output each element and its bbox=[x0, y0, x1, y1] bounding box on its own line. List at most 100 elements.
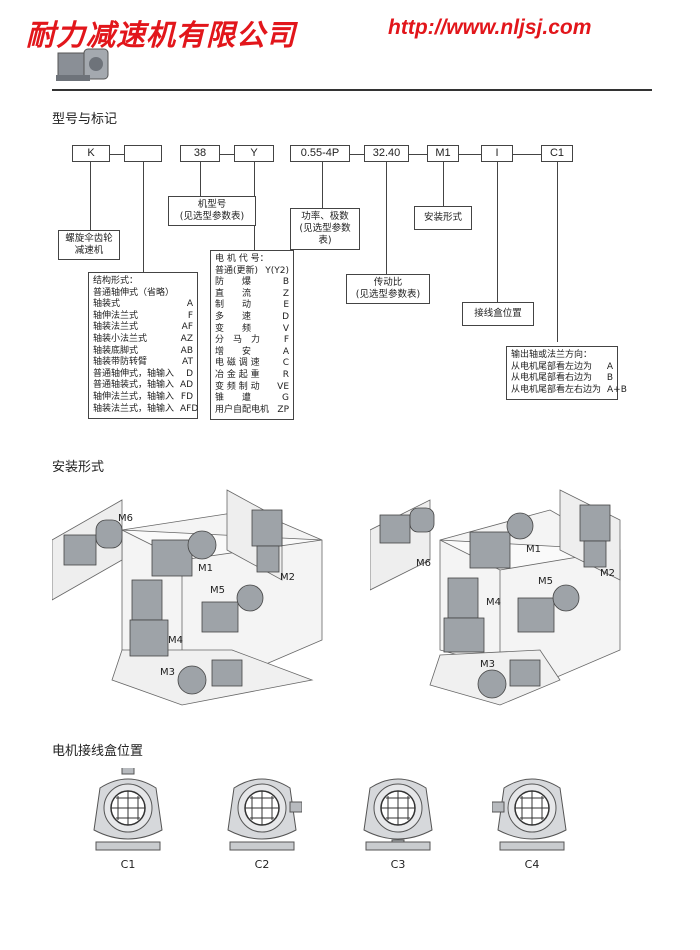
list-row: 普通轴装式，轴输入 AD bbox=[93, 380, 193, 392]
list-row-label: 轴伸法兰式，轴输入 bbox=[93, 391, 175, 402]
list-row: 从电机尾部看左边为 A bbox=[511, 362, 613, 374]
code-dash bbox=[350, 154, 364, 155]
junction-position-label: C4 bbox=[524, 858, 540, 871]
list-row-label: 多 速 bbox=[215, 311, 252, 322]
list-row-code: F bbox=[187, 310, 193, 321]
mount-label: M1 bbox=[198, 563, 213, 574]
junction-position-label: C3 bbox=[390, 858, 406, 871]
list-row-code: V bbox=[282, 323, 289, 334]
junction-box-diagram bbox=[363, 778, 433, 851]
list-title: 结构形式： bbox=[93, 276, 139, 286]
label-line: (见选型参数表) bbox=[179, 211, 245, 222]
code-box-power: 0.55-4P bbox=[290, 145, 350, 162]
connector-line bbox=[386, 162, 387, 274]
list-row-label: 普通轴装式，轴输入 bbox=[93, 380, 175, 391]
junction-position-label: C2 bbox=[254, 858, 270, 871]
list-row-label: 防 爆 bbox=[215, 277, 252, 288]
list-row-label: 锥 遭 bbox=[215, 393, 252, 404]
label-line: 减速机 bbox=[74, 245, 104, 256]
list-title: 输出轴或法兰方向： bbox=[511, 350, 593, 360]
list-row-code: E bbox=[283, 300, 289, 311]
connector-line bbox=[200, 162, 201, 196]
code-box-ratio: 32.40 bbox=[364, 145, 409, 162]
list-row-code: ZP bbox=[277, 404, 289, 415]
list-row-code: AF bbox=[181, 322, 193, 333]
list-row-label: 轴装带防转臂 bbox=[93, 357, 148, 368]
brand-name: 耐力减速机有限公司 bbox=[26, 18, 297, 52]
mount-label: M1 bbox=[526, 544, 541, 555]
code-dash bbox=[220, 154, 234, 155]
label-junction-box: 接线盒位置 bbox=[462, 302, 534, 326]
code-dash bbox=[513, 154, 541, 155]
list-row-code: AB bbox=[180, 345, 193, 356]
code-dash bbox=[110, 154, 124, 155]
list-row-code: Y(Y2) bbox=[265, 265, 289, 276]
section-title-mounting: 安装形式 bbox=[52, 460, 105, 475]
label-ratio: 传动比 (见选型参数表) bbox=[346, 274, 430, 304]
mount-label: M3 bbox=[160, 667, 175, 678]
code-box-type: K bbox=[72, 145, 110, 162]
list-row-code: D bbox=[186, 368, 193, 379]
code-box-mount: M1 bbox=[427, 145, 459, 162]
connector-line bbox=[497, 162, 498, 302]
list-row-code: A bbox=[606, 361, 613, 372]
list-row-code: C bbox=[282, 358, 289, 369]
label-line: (见选型参数表) bbox=[299, 223, 351, 246]
list-row-code: VE bbox=[277, 381, 289, 392]
junction-position-label: C1 bbox=[120, 858, 136, 871]
list-row-label: 轴装法兰式 bbox=[93, 322, 139, 333]
mount-label: M4 bbox=[486, 597, 501, 608]
list-row-label: 普通轴伸式（省略） bbox=[93, 287, 175, 298]
code-box-junction: I bbox=[481, 145, 513, 162]
mount-label: M6 bbox=[118, 513, 133, 524]
label-line: (见选型参数表) bbox=[355, 289, 421, 300]
code-dash bbox=[409, 154, 427, 155]
list-row: 普通(更新) Y(Y2) bbox=[215, 266, 289, 278]
list-row-label: 普通(更新) bbox=[215, 265, 259, 276]
label-mount-form: 安装形式 bbox=[414, 206, 472, 230]
mounting-diagram-left bbox=[52, 489, 323, 706]
label-line: 螺旋伞齿轮 bbox=[65, 233, 113, 244]
list-row-label: 从电机尾部看左边为 bbox=[511, 361, 593, 372]
list-row-label: 直 流 bbox=[215, 288, 252, 299]
website-url[interactable]: http://www.nljsj.com bbox=[388, 16, 592, 39]
list-row-code: F bbox=[283, 335, 289, 346]
list-row: 用户自配电机 ZP bbox=[215, 405, 289, 417]
list-row-label: 轴装法兰式，轴输入 bbox=[93, 403, 175, 414]
list-row-label: 用户自配电机 bbox=[215, 404, 270, 415]
list-row: 从电机尾部看左右边为 A+B bbox=[511, 384, 627, 397]
label-line: 机型号 bbox=[197, 199, 227, 210]
list-row: 普通轴伸式（省略） bbox=[93, 288, 193, 300]
connector-line bbox=[443, 162, 444, 206]
connector-line bbox=[90, 162, 91, 230]
code-dash bbox=[459, 154, 481, 155]
junction-box-diagram bbox=[492, 778, 567, 851]
list-row-label: 变 频 制 动 bbox=[215, 381, 260, 392]
mount-label: M5 bbox=[210, 585, 225, 596]
header-divider bbox=[52, 89, 652, 91]
list-row-code: AD bbox=[180, 380, 194, 391]
list-row-label: 轴装小法兰式 bbox=[93, 333, 148, 344]
list-row: 轴装带防转臂 AT bbox=[93, 357, 193, 369]
list-row-label: 轴伸法兰式 bbox=[93, 310, 139, 321]
mount-label: M6 bbox=[416, 558, 431, 569]
list-row-code: AT bbox=[182, 357, 193, 368]
mounting-diagram-right bbox=[370, 489, 621, 706]
list-row-code: A+B bbox=[607, 384, 627, 395]
junction-box-diagram bbox=[227, 778, 302, 851]
list-row-label: 从电机尾部看左右边为 bbox=[511, 384, 602, 395]
list-row-code: D bbox=[282, 311, 289, 322]
list-row-code: Z bbox=[282, 288, 289, 299]
list-row-code: A bbox=[186, 299, 193, 310]
